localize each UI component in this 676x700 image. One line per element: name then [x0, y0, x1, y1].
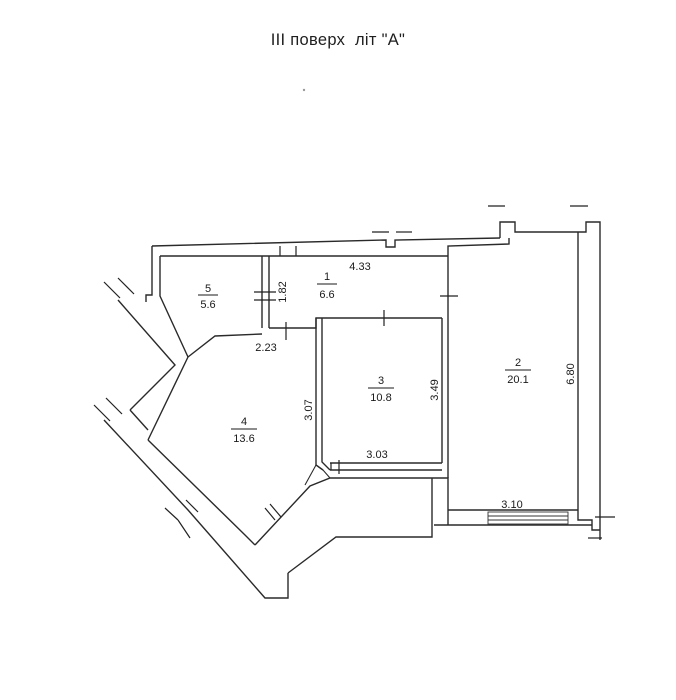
room-area: 5.6 — [200, 299, 215, 311]
room-2-label: 2 20.1 — [505, 357, 531, 386]
dimension-room3-width: 3.03 — [366, 449, 387, 461]
room-number: 2 — [515, 357, 521, 369]
room-area: 13.6 — [233, 433, 254, 445]
speck — [302, 88, 306, 92]
dimension-room2-depth: 6.80 — [565, 363, 577, 384]
room-5-label: 5 5.6 — [198, 283, 218, 311]
outer-walls — [103, 221, 601, 599]
window — [487, 511, 569, 525]
room-area: 10.8 — [370, 392, 391, 404]
dimension-room1-depth: 1.82 — [277, 281, 289, 302]
room-area: 20.1 — [507, 374, 528, 386]
dimension-room3-depth: 3.49 — [429, 379, 441, 400]
room-1-label: 1 6.6 — [317, 271, 337, 301]
dimension-room4-side: 3.07 — [303, 399, 315, 420]
room-3-label: 3 10.8 — [368, 375, 394, 404]
door-ticks — [93, 205, 615, 539]
dimension-room2-width: 3.10 — [501, 499, 522, 511]
room-number: 5 — [205, 283, 211, 295]
dimension-room4-top: 2.23 — [255, 342, 276, 354]
room-number: 1 — [324, 271, 330, 283]
dimension-room1-width: 4.33 — [349, 261, 370, 273]
plan-title: III поверх літ "А" — [270, 31, 406, 49]
interior-walls — [187, 256, 449, 486]
dimension-labels: 4.33 1.82 6.80 3.10 3.49 3.03 2.23 3.07 — [255, 261, 577, 511]
room-4-label: 4 13.6 — [231, 416, 257, 445]
room-number: 4 — [241, 416, 247, 428]
room-area: 6.6 — [319, 289, 334, 301]
room-number: 3 — [378, 375, 384, 387]
